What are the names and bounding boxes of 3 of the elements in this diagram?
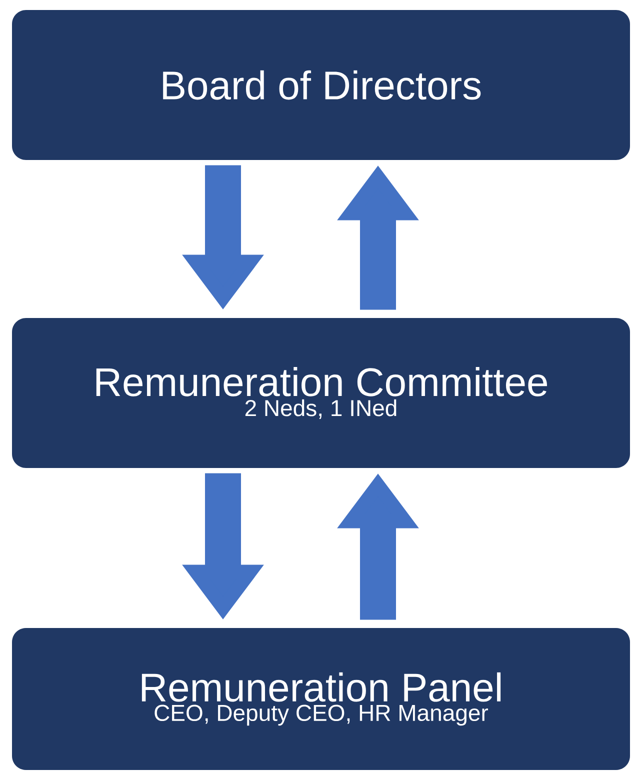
label-box: Remuneration Committee 2 Neds, 1 INed <box>12 318 630 468</box>
label-box: Board of Directors <box>12 10 630 160</box>
label-box: Remuneration Panel CEO, Deputy CEO, HR Manager <box>12 628 630 770</box>
